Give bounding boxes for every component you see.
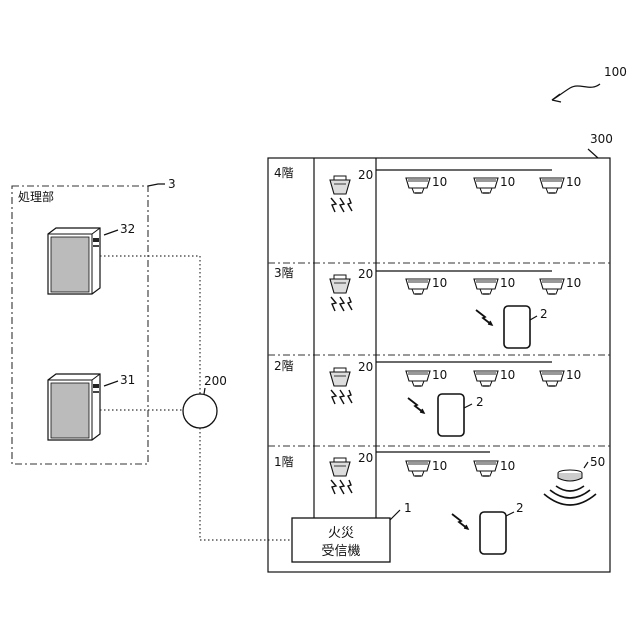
server-upper-leader	[104, 230, 118, 235]
alarm-label: 20	[358, 360, 373, 374]
alarm-label: 20	[358, 168, 373, 182]
detector-label: 10	[500, 368, 515, 382]
smoke-detector-icon	[406, 371, 430, 386]
processing-unit-leader	[148, 184, 165, 186]
building-label: 300	[590, 132, 613, 146]
detector-label: 10	[566, 175, 581, 189]
detector-label: 10	[432, 175, 447, 189]
terminal-leader	[506, 512, 514, 516]
processing-unit-label: 処理部	[18, 189, 54, 204]
other-device-leader	[584, 462, 588, 468]
receiver-leader	[390, 510, 400, 520]
server-icon	[48, 374, 100, 440]
system-leader	[552, 84, 600, 100]
smoke-detector-icon	[474, 371, 498, 386]
wireless-signal-icon	[452, 514, 468, 529]
server-lower-label: 31	[120, 373, 135, 387]
smoke-detector-icon	[406, 461, 430, 476]
smoke-detector-icon	[540, 178, 564, 193]
server-icon	[48, 228, 100, 294]
network-link	[200, 428, 292, 540]
detector-label: 10	[500, 175, 515, 189]
detector-label: 10	[566, 276, 581, 290]
wireless-device-icon	[544, 470, 596, 505]
terminal-leader	[464, 404, 472, 408]
terminal-leader	[530, 316, 537, 320]
building-leader	[588, 149, 598, 158]
building-outline	[268, 158, 610, 572]
wireless-signal-icon	[476, 310, 492, 325]
detector-label: 10	[432, 368, 447, 382]
smoke-detector-icon	[474, 279, 498, 294]
mobile-terminal-icon	[438, 394, 464, 436]
smoke-detector-icon	[474, 178, 498, 193]
network-leader	[204, 388, 205, 394]
server-upper-label: 32	[120, 222, 135, 236]
detector-label: 10	[500, 459, 515, 473]
alarm-icon	[330, 458, 352, 494]
mobile-terminal-icon	[480, 512, 506, 554]
smoke-detector-icon	[474, 461, 498, 476]
alarm-label: 20	[358, 451, 373, 465]
detector-label: 10	[566, 368, 581, 382]
mobile-terminal-icon	[504, 306, 530, 348]
detector-label: 10	[500, 276, 515, 290]
alarm-label: 20	[358, 267, 373, 281]
floor-name: 2階	[274, 358, 294, 373]
smoke-detector-icon	[406, 178, 430, 193]
network-link	[100, 256, 200, 394]
smoke-detector-icon	[540, 371, 564, 386]
server-lower-leader	[104, 381, 118, 386]
terminal-label: 2	[540, 307, 548, 321]
terminal-label: 2	[516, 501, 524, 515]
alarm-icon	[330, 275, 352, 311]
detector-label: 10	[432, 276, 447, 290]
smoke-detector-icon	[406, 279, 430, 294]
other-device-label: 50	[590, 455, 605, 469]
network-label: 200	[204, 374, 227, 388]
wireless-signal-icon	[408, 398, 424, 413]
alarm-icon	[330, 176, 352, 212]
floor-name: 1階	[274, 454, 294, 469]
system-label: 100	[604, 65, 627, 79]
receiver-line2: 受信機	[321, 544, 360, 559]
floor-name: 4階	[274, 165, 294, 180]
terminal-label: 2	[476, 395, 484, 409]
alarm-icon	[330, 368, 352, 404]
network-node	[183, 394, 217, 428]
processing-unit-ref: 3	[168, 177, 176, 191]
receiver-line1: 火災	[328, 526, 354, 541]
smoke-detector-icon	[540, 279, 564, 294]
receiver-ref: 1	[404, 501, 412, 515]
detector-label: 10	[432, 459, 447, 473]
floor-name: 3階	[274, 265, 294, 280]
